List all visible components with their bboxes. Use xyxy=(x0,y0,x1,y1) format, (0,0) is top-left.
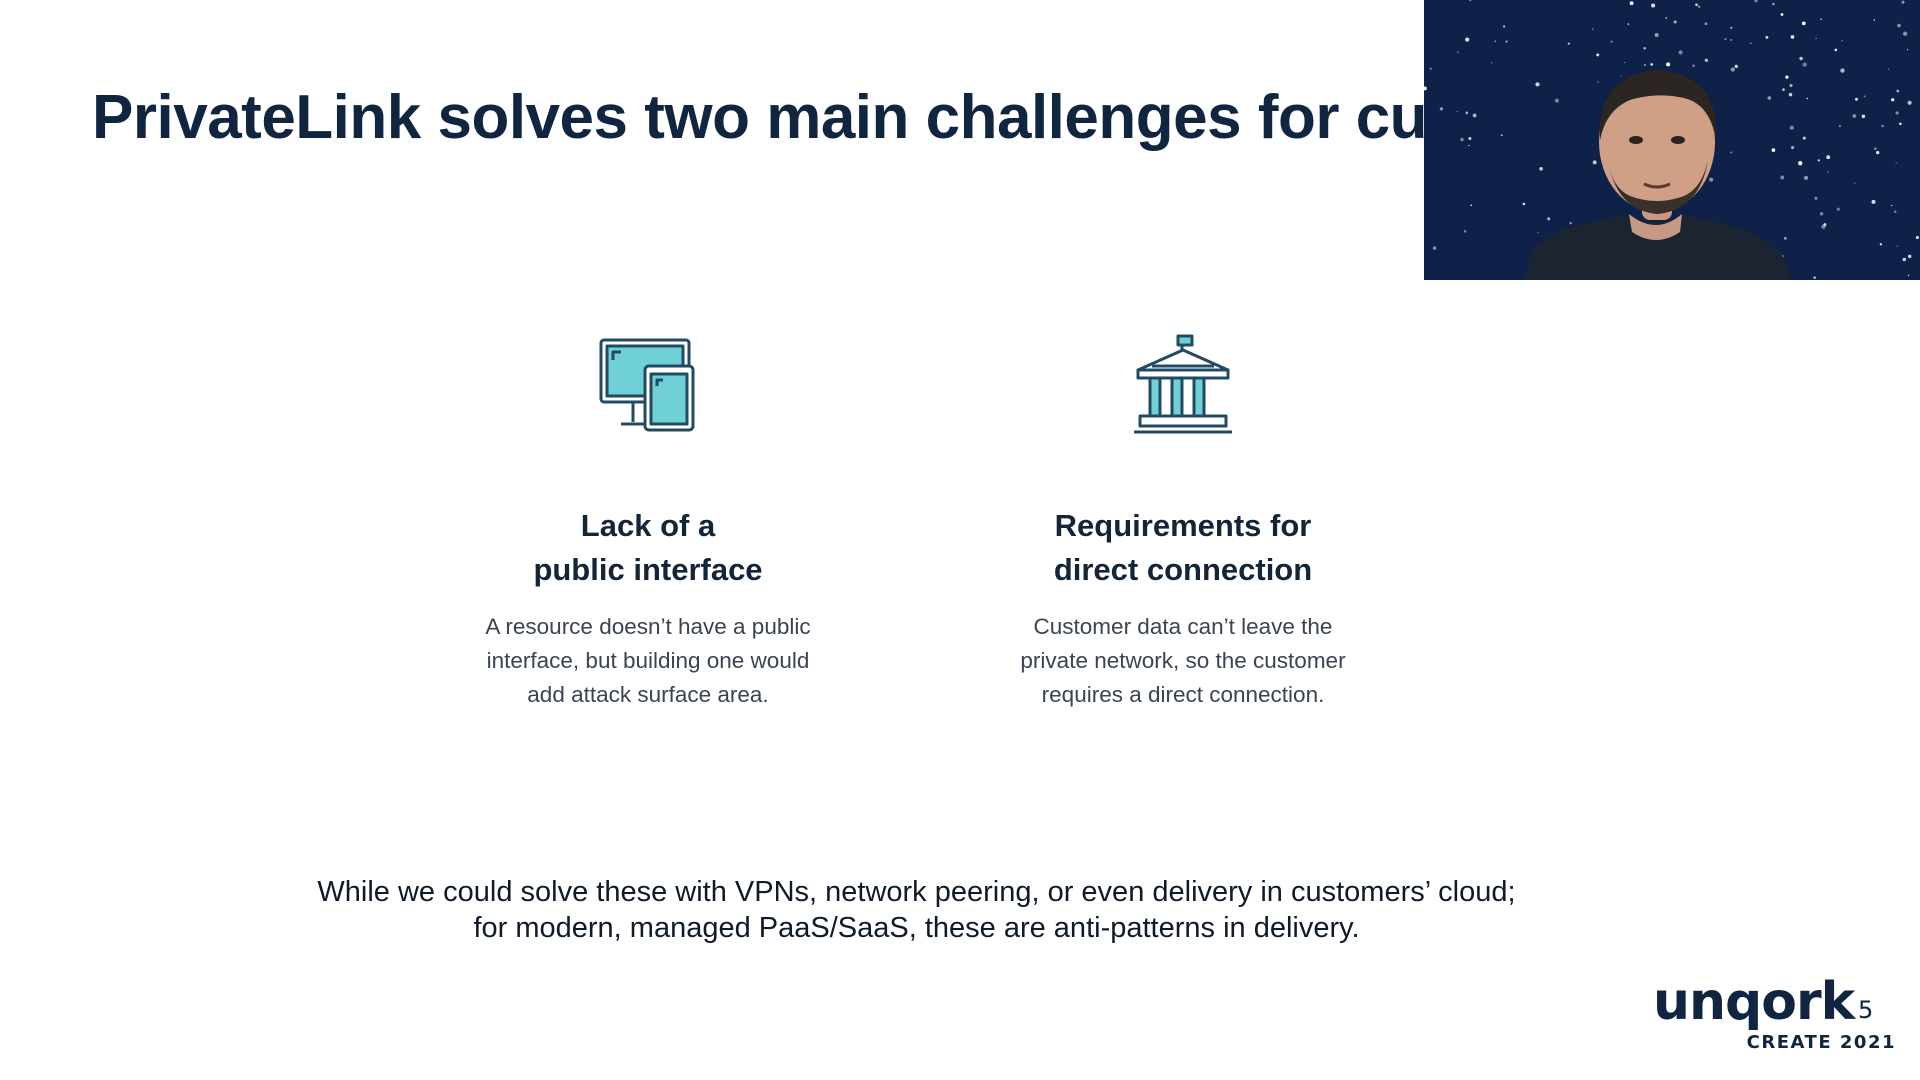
card-heading: Requirements for direct connection xyxy=(1053,508,1313,587)
devices-icon xyxy=(599,338,695,432)
card-public-interface: Lack of a public interface A resource do… xyxy=(428,332,868,712)
event-name: CREATE 2021 xyxy=(1746,1032,1896,1053)
unqork-logo: unqork xyxy=(1653,972,1855,1032)
presenter-video xyxy=(1424,0,1920,280)
slide-title: PrivateLink solves two main challenges f… xyxy=(92,83,1428,152)
brand-logo: unqork CREATE 2021 xyxy=(1653,972,1898,1053)
card-heading: Lack of a public interface xyxy=(533,508,763,587)
card-description: Customer data can’t leave the private ne… xyxy=(1020,614,1346,707)
card-direct-connection: Requirements for direct connection Custo… xyxy=(963,332,1403,712)
card-description: A resource doesn’t have a public interfa… xyxy=(485,614,811,707)
page-number: 5 xyxy=(1858,996,1874,1024)
presenter-video-frame xyxy=(1424,0,1920,280)
bank-building-icon xyxy=(1134,334,1232,434)
summary-text: While we could solve these with VPNs, ne… xyxy=(317,876,1516,944)
